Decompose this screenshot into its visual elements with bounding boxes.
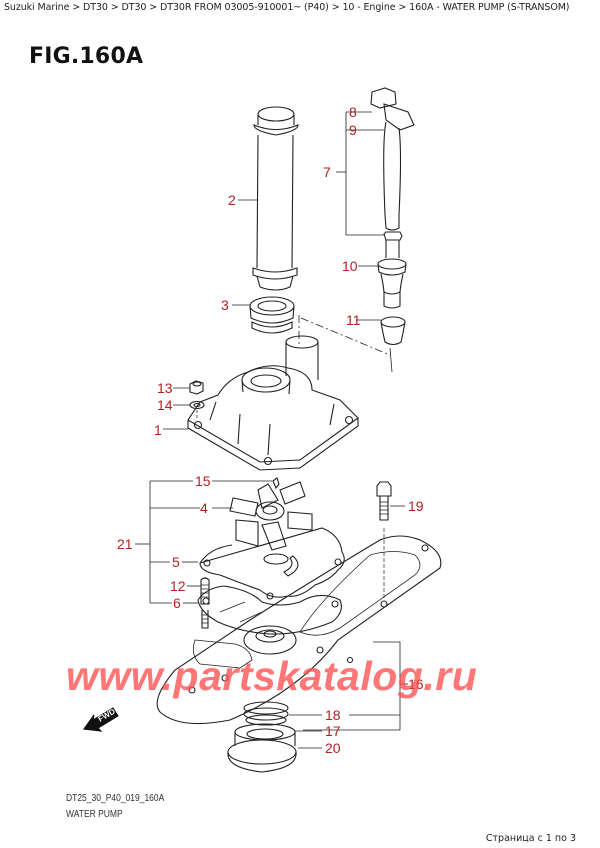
callout-13[interactable]: 13 bbox=[157, 380, 173, 396]
leader-lines bbox=[135, 111, 408, 749]
callout-3[interactable]: 3 bbox=[221, 297, 229, 313]
part-2-water-tube bbox=[252, 106, 299, 291]
callout-2[interactable]: 2 bbox=[228, 192, 236, 208]
breadcrumb[interactable]: Suzuki Marine > DT30 > DT30 > DT30R FROM… bbox=[4, 2, 570, 13]
part-3-grommet bbox=[249, 296, 295, 334]
callout-20[interactable]: 20 bbox=[325, 740, 341, 756]
figure-title: FIG.160A bbox=[29, 44, 144, 69]
part-13-nut bbox=[189, 380, 204, 395]
callout-14[interactable]: 14 bbox=[157, 397, 173, 413]
part-19-bolt bbox=[376, 481, 392, 600]
callout-18[interactable]: 18 bbox=[325, 707, 341, 723]
callout-19[interactable]: 19 bbox=[408, 498, 424, 514]
part-16-base-plate bbox=[156, 535, 442, 725]
watermark: www.partskatalog.ru bbox=[66, 653, 478, 699]
callout-1[interactable]: 1 bbox=[154, 422, 162, 438]
part-4-impeller bbox=[229, 481, 313, 551]
part-20-seal bbox=[227, 739, 297, 773]
callout-15[interactable]: 15 bbox=[195, 473, 211, 489]
part-12-stud bbox=[200, 577, 210, 629]
figure-code: DT25_30_P40_019_160A bbox=[66, 793, 165, 804]
callout-21[interactable]: 21 bbox=[117, 536, 133, 552]
part-15-key bbox=[272, 477, 280, 490]
part-18-seal bbox=[243, 701, 289, 726]
callout-8[interactable]: 8 bbox=[349, 104, 357, 120]
callout-7[interactable]: 7 bbox=[323, 164, 331, 180]
callout-6[interactable]: 6 bbox=[173, 595, 181, 611]
callout-16[interactable]: 16 bbox=[408, 676, 424, 692]
callout-11[interactable]: 11 bbox=[346, 312, 361, 328]
part-7-hose bbox=[370, 87, 415, 258]
callout-10[interactable]: 10 bbox=[342, 258, 358, 274]
callout-9[interactable]: 9 bbox=[349, 122, 357, 138]
callout-17[interactable]: 17 bbox=[325, 723, 341, 739]
fwd-arrow-icon: FWD bbox=[83, 707, 119, 732]
part-14-washer bbox=[189, 400, 205, 420]
part-11-grommet bbox=[380, 316, 406, 346]
callout-4[interactable]: 4 bbox=[200, 500, 208, 516]
part-17-seal-housing bbox=[234, 723, 296, 746]
part-1-pump-case bbox=[187, 335, 359, 471]
pagination-text: Страница с 1 по 3 bbox=[485, 833, 576, 844]
figure-name: WATER PUMP bbox=[66, 809, 123, 820]
part-10-seal bbox=[377, 258, 407, 309]
callout-12[interactable]: 12 bbox=[170, 578, 186, 594]
part-5-plate bbox=[199, 527, 345, 600]
callout-5[interactable]: 5 bbox=[172, 554, 180, 570]
